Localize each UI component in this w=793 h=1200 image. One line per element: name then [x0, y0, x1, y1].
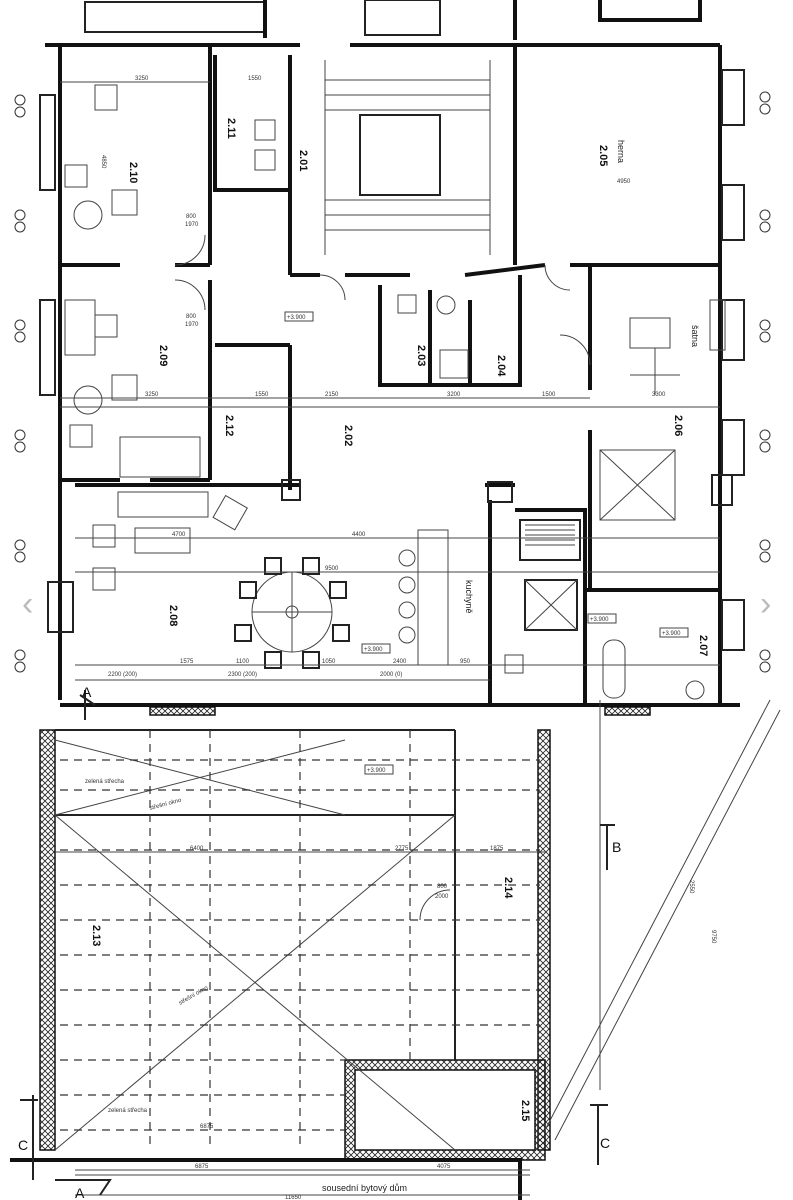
dimension: 1550: [255, 392, 269, 398]
label-satna: šatna: [690, 325, 700, 347]
section-b: B: [612, 839, 621, 855]
dimension: 4700: [172, 532, 186, 538]
interior-walls: [60, 45, 720, 705]
dimension: 9500: [325, 566, 339, 572]
room-2-11: 2.11: [225, 118, 237, 139]
dimension: 4400: [352, 532, 366, 538]
dimension: 2150: [325, 392, 339, 398]
dimension: 1100: [236, 659, 250, 665]
dimension: 9750: [710, 930, 716, 944]
level-mark: +3.900: [367, 768, 386, 774]
dimension: 2300 (200): [228, 672, 257, 678]
dimension: 2200 (200): [108, 672, 137, 678]
room-labels: 2.01 2.02 2.03 2.04 2.05 2.06 2.07 2.08 …: [90, 118, 709, 1121]
level-marks: +3.900 +3.900 +3.900 +3.900 +3.900: [284, 311, 689, 775]
exterior-walls: [39, 43, 745, 707]
room-2-12: 2.12: [223, 415, 235, 436]
level-mark: +3.900: [364, 647, 383, 653]
dimension: 4075: [437, 1164, 451, 1170]
next-arrow-icon[interactable]: ›: [760, 585, 771, 623]
dimension: 1050: [322, 659, 336, 665]
section-a-bottom: A: [75, 1185, 85, 1200]
dimension: 1500: [542, 392, 556, 398]
dimension-lines: [55, 81, 720, 1171]
dimension: 2400: [393, 659, 407, 665]
dimension: 11650: [285, 1195, 302, 1200]
door-dimension: 1970: [185, 222, 199, 228]
dimension: 6400: [190, 846, 204, 852]
room-2-14: 2.14: [502, 877, 514, 899]
dimension: 3300: [652, 392, 666, 398]
dimension: 6875: [200, 1124, 214, 1130]
room-2-08: 2.08: [167, 605, 179, 626]
room-2-05: 2.05: [597, 145, 609, 166]
dimension: 1875: [490, 846, 504, 852]
door-dimension: 800: [186, 214, 197, 220]
staircase-201: [324, 60, 491, 255]
dimension: 3200: [447, 392, 461, 398]
section-a-top: A: [82, 684, 92, 700]
level-mark: +3.900: [287, 315, 306, 321]
label-green-roof-2: zelená střecha: [108, 1108, 148, 1114]
top-neighbor-rooms: [84, 0, 702, 40]
dimension: 3250: [135, 76, 149, 82]
level-mark: +3.900: [590, 617, 609, 623]
section-c-left: C: [18, 1137, 28, 1153]
door-dimension: 2000: [435, 894, 449, 900]
room-2-09: 2.09: [157, 345, 169, 366]
room-names: herna šatna kuchyně zelená střecha zelen…: [85, 140, 700, 1193]
furniture: [64, 84, 726, 700]
label-skylight-1: střešní okno: [149, 798, 183, 812]
axis-markers: [14, 91, 771, 673]
dimension: 2775: [395, 846, 409, 852]
previous-arrow-icon[interactable]: ‹: [22, 585, 33, 623]
room-2-13: 2.13: [90, 925, 102, 946]
label-kuchyne: kuchyně: [464, 580, 474, 614]
room-2-15: 2.15: [519, 1100, 531, 1121]
room-2-04: 2.04: [495, 355, 507, 377]
dimension: 6875: [195, 1164, 209, 1170]
dimension: 950: [460, 659, 471, 665]
dimension: 3250: [145, 392, 159, 398]
room-2-06: 2.06: [672, 415, 684, 436]
dimension: 4950: [617, 179, 631, 185]
room-2-01: 2.01: [297, 150, 309, 171]
dimension: 2550: [688, 880, 694, 894]
label-green-roof-1: zelená střecha: [85, 779, 125, 785]
label-skylight-2: střešní okno: [178, 985, 210, 1007]
door-dimension: 1970: [185, 322, 199, 328]
door-dimension: 800: [186, 314, 197, 320]
dimension: 1550: [248, 76, 262, 82]
room-2-02: 2.02: [342, 425, 354, 446]
dimension: 2000 (0): [380, 672, 402, 678]
room-2-10: 2.10: [127, 162, 139, 183]
dimension: 1575: [180, 659, 194, 665]
label-neighbor-building: sousední bytový dům: [322, 1183, 407, 1193]
dimension-texts: 3250 1550 4950 4850 3250 1550 2150 3200 …: [100, 76, 716, 1200]
room-2-07: 2.07: [697, 635, 709, 656]
dining-chairs: [234, 557, 350, 669]
door-swings: [174, 234, 591, 921]
section-markers: A B C C A: [18, 684, 621, 1200]
level-mark: +3.900: [662, 631, 681, 637]
section-c-right: C: [600, 1135, 610, 1151]
dimension: 4850: [100, 155, 106, 169]
room-2-03: 2.03: [415, 345, 427, 366]
roof-terrace: [10, 699, 781, 1200]
label-herna: herna: [616, 140, 626, 163]
door-dimension: 800: [437, 884, 448, 890]
